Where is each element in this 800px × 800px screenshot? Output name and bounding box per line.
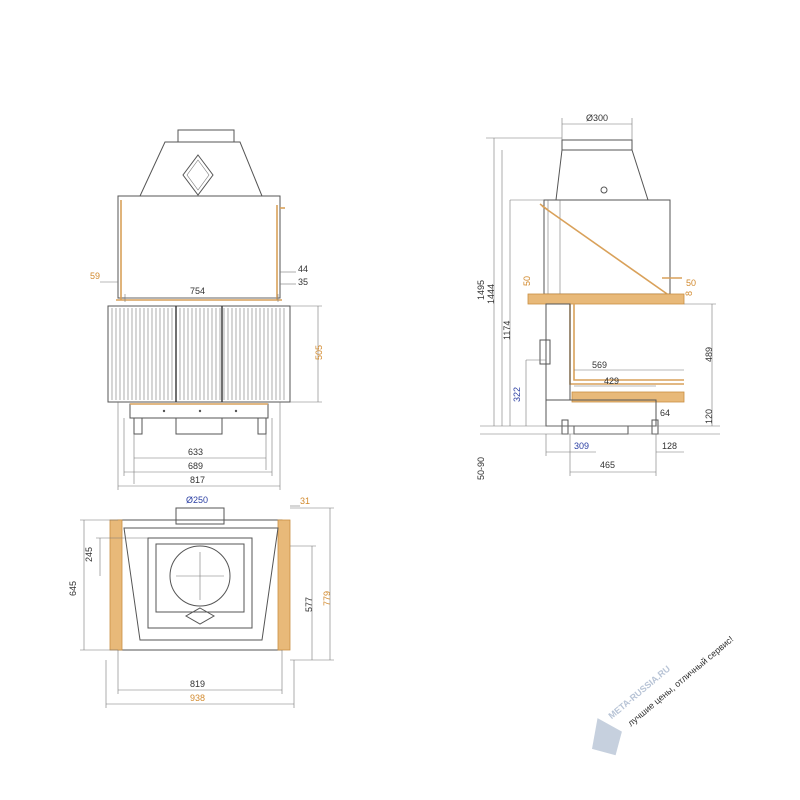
front-dim-59: 59 xyxy=(90,271,100,281)
side-dim-465: 465 xyxy=(600,460,615,470)
side-dim-8: 8 xyxy=(684,291,694,296)
side-dim-569: 569 xyxy=(592,360,607,370)
top-dim-645: 645 xyxy=(68,581,78,596)
side-dim-489: 489 xyxy=(704,347,714,362)
watermark-slogan: лучшие цены, отличный сервис! xyxy=(626,634,736,728)
watermark: META-RUSSIA.RU лучшие цены, отличный сер… xyxy=(592,634,736,756)
front-dim-689: 689 xyxy=(188,461,203,471)
side-dim-322: 322 xyxy=(512,387,522,402)
side-dim-flue: Ø300 xyxy=(586,113,608,123)
side-dim-128: 128 xyxy=(662,441,677,451)
top-dim-flue: Ø250 xyxy=(186,495,208,505)
side-dim-309: 309 xyxy=(574,441,589,451)
front-glass-fins xyxy=(111,308,285,400)
side-dim-50-left: 50 xyxy=(522,276,532,286)
side-dim-429: 429 xyxy=(604,376,619,386)
front-view: 754 59 44 35 505 633 689 817 xyxy=(90,129,324,490)
top-dim-577: 577 xyxy=(304,597,314,612)
top-dim-938: 938 xyxy=(190,693,205,703)
top-view: Ø250 31 245 645 577 779 819 xyxy=(68,495,334,708)
top-flue-circle xyxy=(169,545,231,607)
front-upper-body xyxy=(117,195,281,299)
front-flue-collar xyxy=(177,129,235,143)
top-dim-779: 779 xyxy=(322,591,332,606)
front-dim-754: 754 xyxy=(190,286,205,296)
front-dim-505: 505 xyxy=(314,345,324,360)
top-dim-31: 31 xyxy=(300,496,310,506)
top-dim-819: 819 xyxy=(190,679,205,689)
side-dim-1495: 1495 xyxy=(476,280,486,300)
side-dim-64: 64 xyxy=(660,408,670,418)
front-dim-44: 44 xyxy=(298,264,308,274)
side-dim-1444: 1444 xyxy=(486,284,496,304)
front-dim-817: 817 xyxy=(190,475,205,485)
side-upper-body xyxy=(543,199,671,295)
side-flue-collar xyxy=(561,139,633,151)
side-dim-1174: 1174 xyxy=(502,321,512,340)
side-dim-50-right: 50 xyxy=(686,278,696,288)
front-dim-35: 35 xyxy=(298,277,308,287)
front-hood-diamond xyxy=(182,154,214,196)
side-dim-50-90: 50-90 xyxy=(476,457,486,480)
side-dim-120: 120 xyxy=(704,409,714,424)
top-dim-245: 245 xyxy=(84,547,94,562)
watermark-logo-icon xyxy=(592,718,622,756)
side-view: Ø300 1495 1444 1174 xyxy=(476,113,720,480)
front-hood xyxy=(139,141,263,197)
top-firebox xyxy=(147,537,253,629)
front-dim-633: 633 xyxy=(188,447,203,457)
front-glass-panel xyxy=(107,305,291,403)
side-shelf xyxy=(527,293,685,305)
